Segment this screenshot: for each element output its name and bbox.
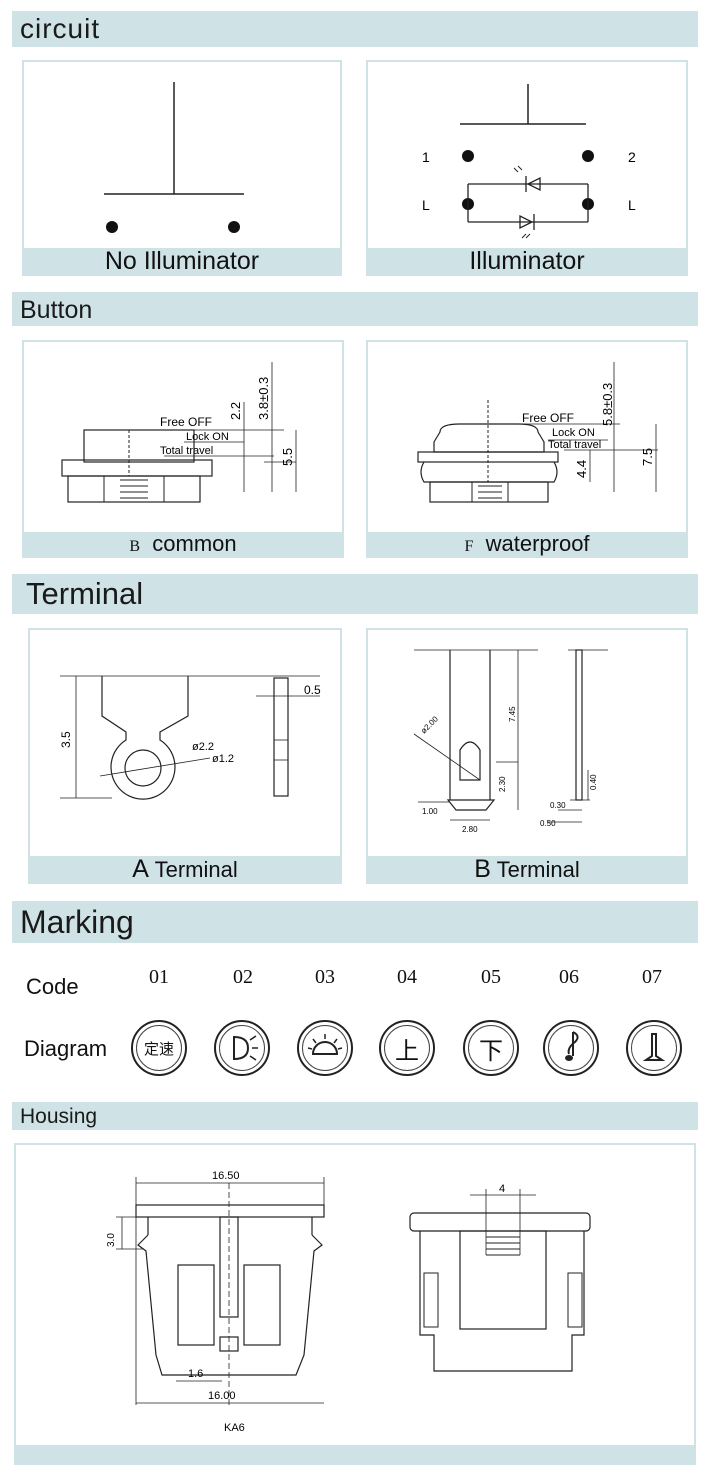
pin-label-l-right: L (628, 197, 636, 213)
dim-2-80: 2.80 (462, 825, 478, 834)
dim-3-0: 3.0 (106, 1233, 117, 1247)
marking-code-03: 03 (315, 966, 335, 988)
caption-text: waterproof (485, 531, 590, 556)
caption-code: A (132, 855, 149, 883)
marking-code-02: 02 (233, 966, 253, 988)
section-header-circuit: circuit (12, 11, 698, 47)
pin-label-l-left: L (422, 197, 430, 213)
dim-0-5: 0.5 (304, 683, 321, 697)
section-header-housing: Housing (12, 1102, 698, 1130)
symbol-text: 下 (479, 1037, 503, 1065)
circuit-no-illuminator-diagram (104, 82, 244, 233)
dim-4: 4 (499, 1183, 505, 1195)
marking-symbol-07 (626, 1020, 682, 1076)
marking-symbol-02 (214, 1020, 270, 1076)
label-total-travel: Total travel (160, 445, 213, 457)
horn-icon (642, 1033, 666, 1061)
button-common-drawing: Free OFF Lock ON Total travel 2.2 3.8±0.… (61, 362, 297, 503)
label-free-off: Free OFF (160, 415, 212, 429)
housing-model: KA6 (224, 1422, 245, 1434)
caption-code: B (474, 855, 491, 883)
pin-label-2: 2 (628, 149, 636, 165)
marking-symbol-05: 下 (463, 1020, 519, 1076)
dim-d2-00: ø2.00 (419, 714, 440, 735)
caption-text: Terminal (496, 857, 580, 882)
dim-4-4: 4.4 (574, 460, 589, 478)
marking-code-01: 01 (149, 966, 169, 988)
button-waterproof-drawing: Free OFF Lock ON Total travel 5.8±0.3 4.… (417, 362, 658, 503)
caption-illuminator: Illuminator (368, 248, 686, 274)
section-title: Terminal (26, 576, 144, 611)
dim-7-45: 7.45 (508, 706, 517, 722)
caption-terminal-a: A Terminal (30, 856, 340, 882)
terminal-b-drawing: ø2.00 7.45 2.30 1.00 2.80 0.40 0.30 0.50 (413, 649, 608, 834)
sunrise-icon (307, 1034, 343, 1055)
dim-1-6: 1.6 (188, 1368, 203, 1380)
dim-2-2: 2.2 (228, 402, 243, 420)
dim-3-5: 3.5 (59, 731, 73, 748)
dim-1-00: 1.00 (422, 807, 438, 816)
circuit-panel-illuminator: 1 2 L L Illuminator (366, 60, 688, 276)
marking-code-06: 06 (559, 966, 579, 988)
label-lock-on: Lock ON (186, 431, 229, 443)
circuit-panel-no-illuminator: No Illuminator (22, 60, 342, 276)
caption-button-common: B common (24, 532, 342, 556)
marking-code-04: 04 (397, 966, 417, 988)
caption-code: F (464, 538, 474, 555)
section-header-button: Button (12, 292, 698, 326)
dim-d1-2: ø1.2 (212, 753, 234, 765)
marking-symbol-01: 定速 (131, 1020, 187, 1076)
dim-0-40: 0.40 (589, 774, 598, 790)
section-header-terminal: Terminal (12, 574, 698, 614)
dim-3-8: 3.8±0.3 (256, 377, 271, 420)
terminal-a-drawing: 3.5 0.5 ø2.2 ø1.2 (59, 675, 321, 800)
dim-2-30: 2.30 (498, 776, 507, 792)
marking-code-label: Code (26, 974, 79, 999)
caption-text: Terminal (154, 857, 238, 882)
caption-code: B (129, 538, 141, 555)
dim-16-00: 16.00 (208, 1390, 236, 1402)
marking-code-07: 07 (642, 966, 662, 988)
dim-16-50: 16.50 (212, 1170, 240, 1182)
dim-5-8: 5.8±0.3 (600, 383, 615, 426)
caption-no-illuminator: No Illuminator (24, 248, 340, 274)
dim-0-50: 0.50 (540, 819, 556, 828)
section-header-marking: Marking (12, 901, 698, 943)
button-panel-common: Free OFF Lock ON Total travel 2.2 3.8±0.… (22, 340, 344, 558)
marking-diagram-label: Diagram (24, 1036, 108, 1061)
housing-panel: 16.50 3.0 1.6 16.00 KA6 4 (14, 1143, 696, 1465)
terminal-panel-a: 3.5 0.5 ø2.2 ø1.2 A Terminal (28, 628, 342, 884)
music-note-icon (565, 1031, 579, 1061)
section-title: Marking (20, 904, 134, 940)
label-lock-on: Lock ON (552, 427, 595, 439)
caption-terminal-b: B Terminal (368, 856, 686, 882)
button-panel-waterproof: Free OFF Lock ON Total travel 5.8±0.3 4.… (366, 340, 688, 558)
label-free-off: Free OFF (522, 411, 574, 425)
dim-0-30: 0.30 (550, 801, 566, 810)
section-title: Housing (20, 1105, 98, 1128)
circuit-illuminator-diagram: 1 2 L L (422, 84, 636, 239)
pin-label-1: 1 (422, 149, 430, 165)
marking-symbol-03 (297, 1020, 353, 1076)
symbol-text: 上 (395, 1037, 419, 1065)
section-title: Button (20, 296, 93, 324)
section-title: circuit (20, 13, 101, 44)
marking-symbol-04: 上 (379, 1020, 435, 1076)
dim-7-5: 7.5 (640, 448, 655, 466)
dim-5-5: 5.5 (280, 448, 295, 466)
marking-symbol-06 (543, 1020, 599, 1076)
dim-d2-2: ø2.2 (192, 741, 214, 753)
caption-button-waterproof: F waterproof (368, 532, 686, 556)
headlight-icon (233, 1035, 258, 1061)
symbol-text: 定速 (143, 1040, 174, 1058)
housing-drawing: 16.50 3.0 1.6 16.00 KA6 4 (106, 1170, 591, 1434)
terminal-panel-b: ø2.00 7.45 2.30 1.00 2.80 0.40 0.30 0.50… (366, 628, 688, 884)
caption-text: common (152, 531, 237, 556)
marking-code-05: 05 (481, 966, 501, 988)
label-total-travel: Total travel (548, 439, 601, 451)
